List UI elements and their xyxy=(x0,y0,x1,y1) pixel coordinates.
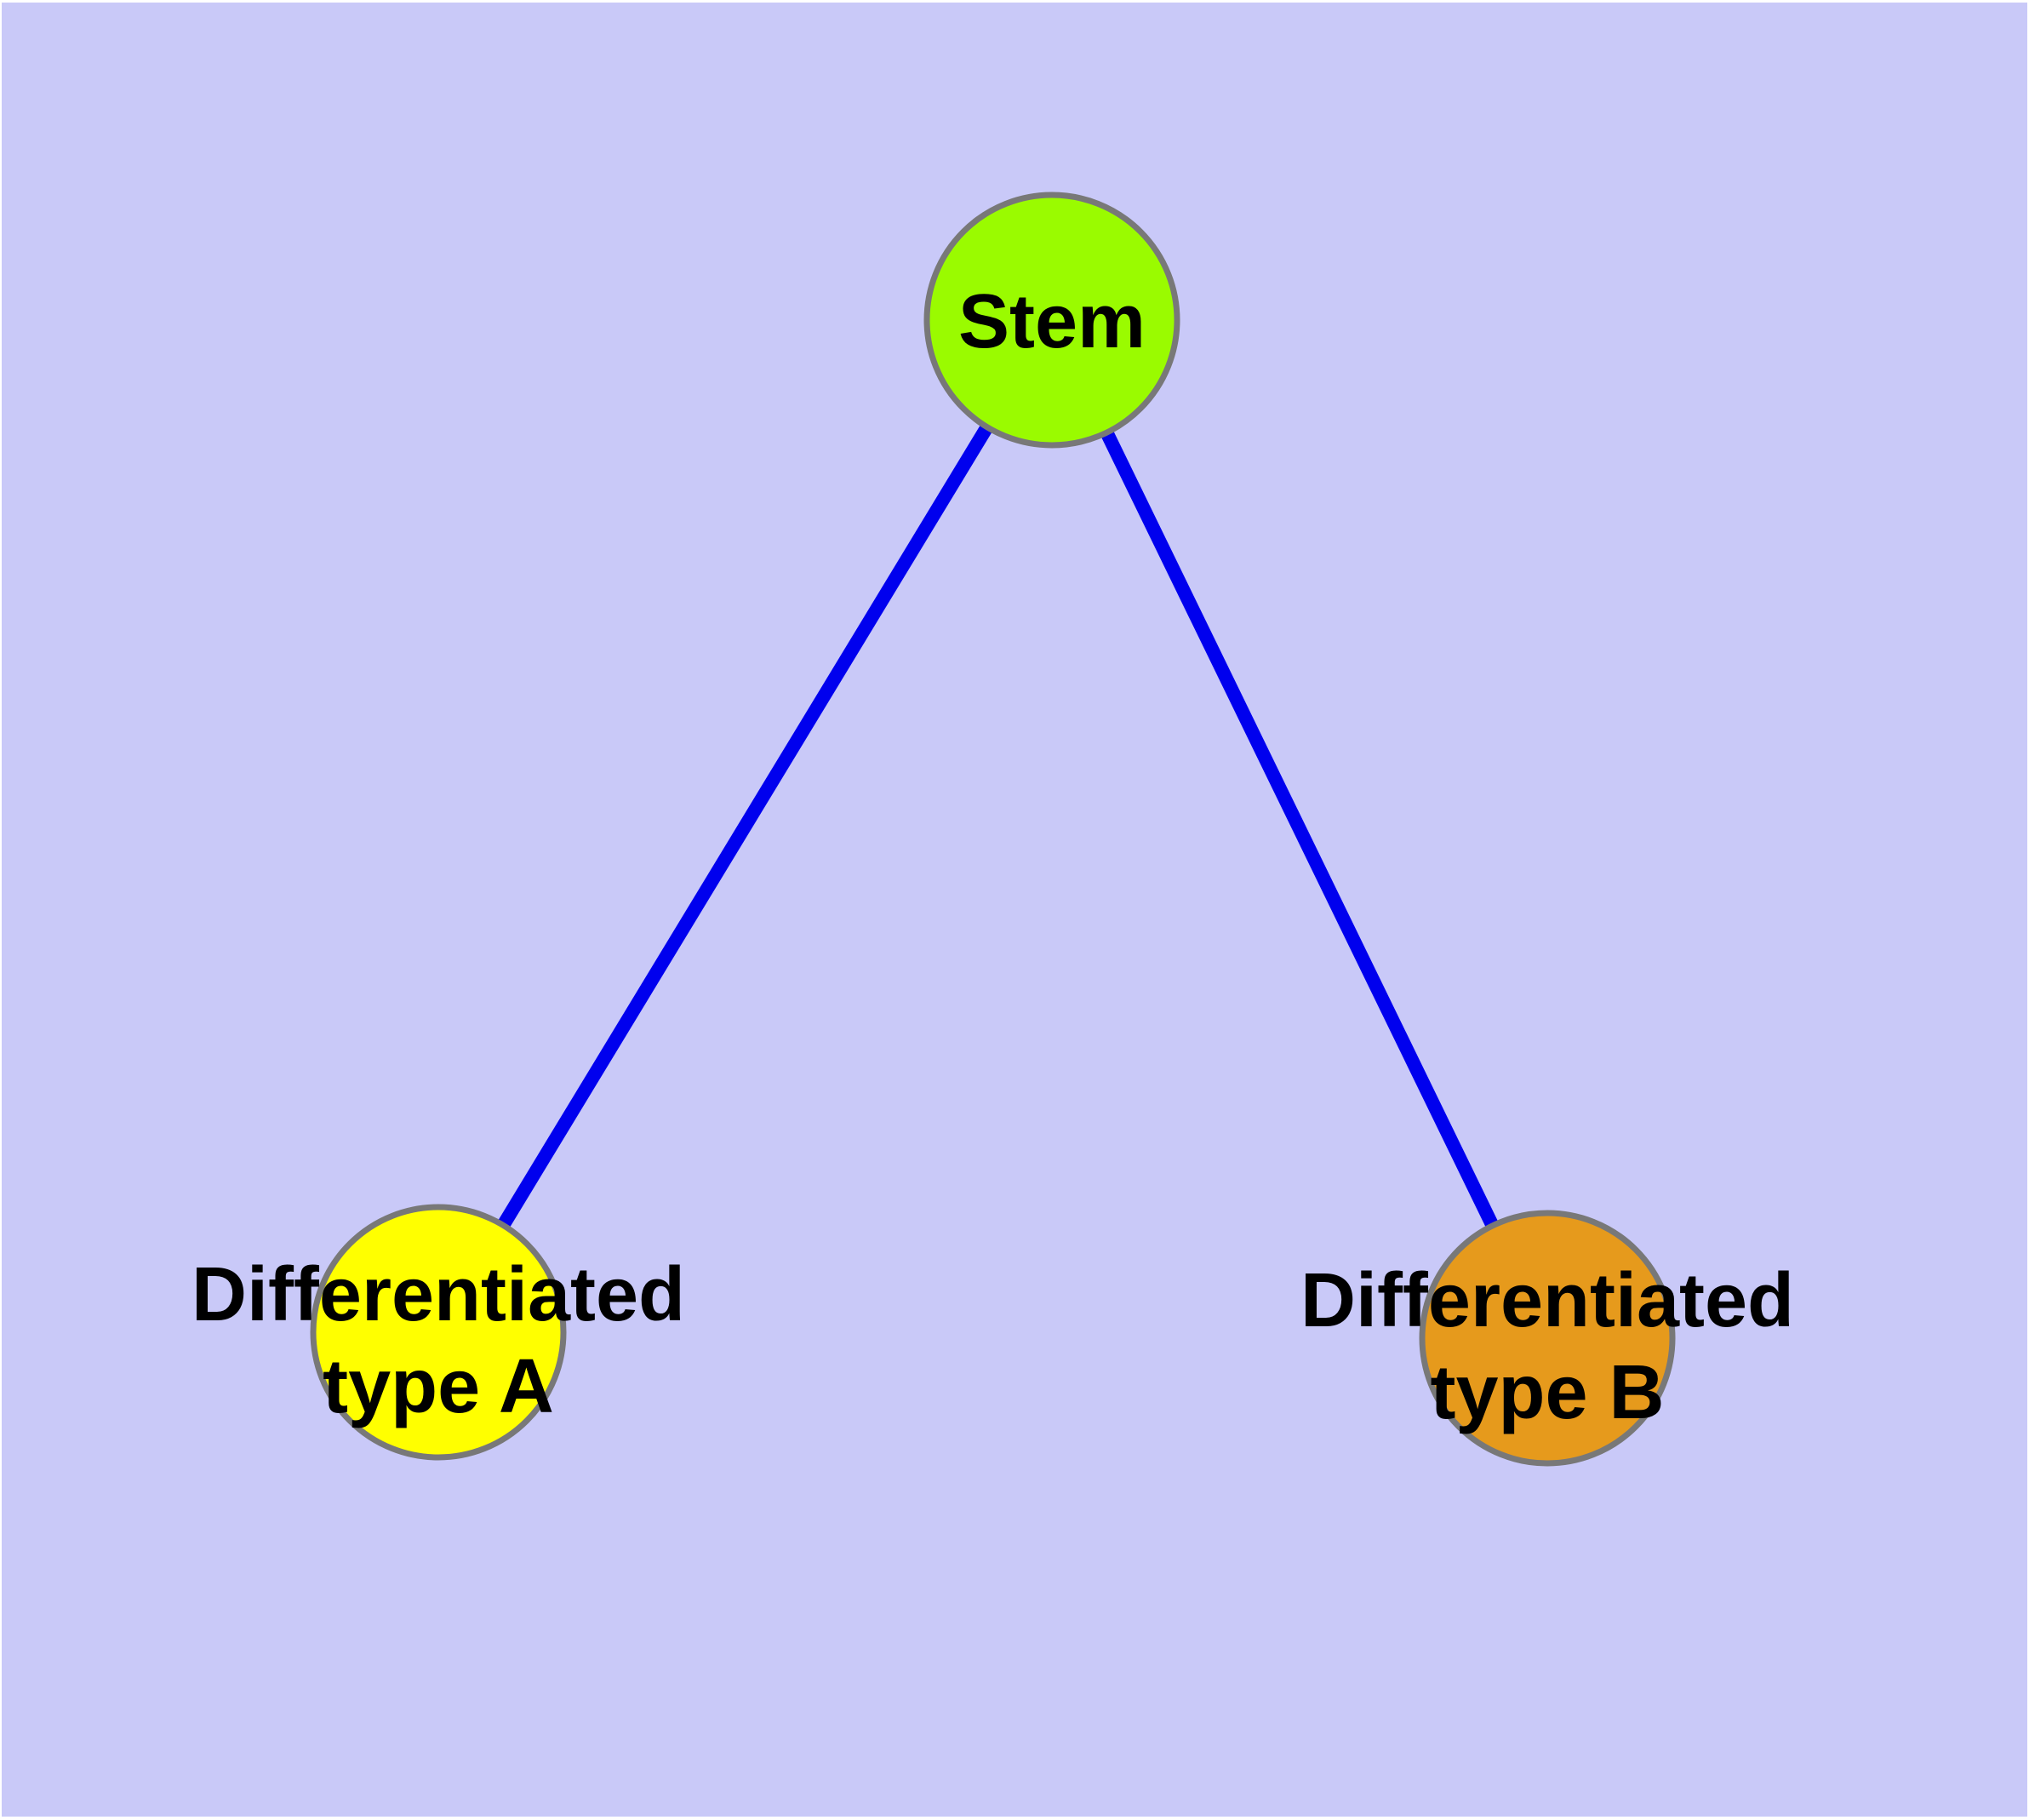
node-type-b-label-line1: Differentiated xyxy=(1300,1258,1794,1343)
node-stem-label: Stem xyxy=(958,279,1146,364)
node-type-a-label-line2: type A xyxy=(323,1344,554,1429)
node-stem-circle xyxy=(923,192,1180,449)
node-type-b-label-line2: type B xyxy=(1430,1350,1664,1435)
edge-stem-to-type-a xyxy=(432,316,1058,1336)
node-type-b-circle xyxy=(1419,1210,1676,1467)
edge-stem-to-type-b xyxy=(1045,317,1554,1342)
node-type-a-label-line1: Differentiated xyxy=(191,1252,685,1337)
node-type-a-circle xyxy=(310,1204,567,1461)
